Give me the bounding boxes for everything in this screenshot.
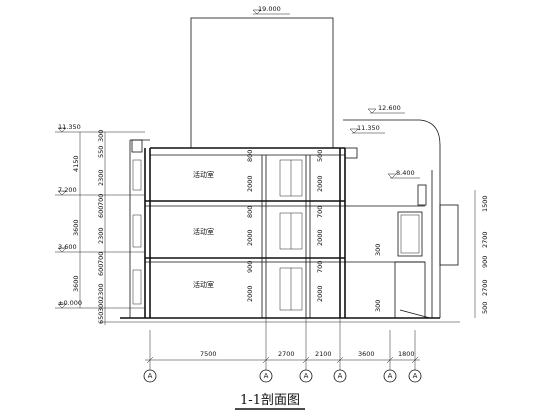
dim-right-1: 1500 [481, 195, 489, 212]
dim-window-pair-2: 2000 [316, 229, 324, 246]
level-roof-left: 11.350 [58, 123, 81, 131]
dim-left-inner-5: 600 [97, 206, 105, 218]
dim-right-5: 500 [481, 302, 489, 314]
level-floor3: 7.200 [58, 186, 77, 194]
dim-left-inner-2: 550 [97, 146, 105, 158]
dim-left-inner-4: 700 [97, 194, 105, 206]
bottom-dimensions: 7500 2700 2100 3600 1800 [145, 350, 420, 364]
dim-bottom-4: 3600 [358, 350, 375, 358]
level-top: 19.000 [258, 5, 281, 13]
dim-left-inner-1: 300 [97, 130, 105, 142]
dim-bottom-1: 7500 [200, 350, 217, 358]
dim-right-3: 900 [481, 256, 489, 268]
level-floor2: 3.600 [58, 243, 77, 251]
building-outline [100, 17, 460, 323]
dim-window-pair-tag-1: 500 [316, 150, 324, 162]
level-markers: 11.350 7.200 3.600 ±0.000 19.000 12.600 … [55, 5, 420, 309]
dim-small-1: 300 [374, 244, 382, 256]
dim-left-inner-7: 700 [97, 252, 105, 264]
grid-axes: A A A A A A [143, 318, 422, 383]
dim-window-mid-2: 2000 [246, 229, 254, 246]
axis-label-1: A [148, 372, 153, 380]
dim-right-4: 2700 [481, 279, 489, 296]
room-label-floor2: 活动室 [193, 227, 214, 236]
dim-window-mid-3: 2000 [246, 285, 254, 302]
level-eave-right: 11.350 [357, 124, 380, 132]
room-label-floor3: 活动室 [193, 170, 214, 179]
dim-left-inner-11: 650 [97, 312, 105, 324]
dim-window-tag-2: 800 [246, 206, 254, 218]
level-roof-right: 12.600 [378, 104, 401, 112]
axis-label-2: A [264, 372, 269, 380]
axis-label-6: A [413, 372, 418, 380]
level-canopy: 8.400 [396, 169, 415, 177]
dim-left-outer-2: 3600 [72, 219, 80, 236]
axis-label-4: A [338, 372, 343, 380]
dim-small-2: 300 [374, 300, 382, 312]
drawing-title: 1-1剖面图 [240, 393, 300, 408]
dim-left-inner-3: 2300 [97, 169, 105, 186]
axis-label-5: A [388, 372, 393, 380]
dim-window-mid-1: 2000 [246, 175, 254, 192]
dim-bottom-5: 1800 [398, 350, 415, 358]
room-labels: 活动室 活动室 活动室 [193, 170, 214, 289]
dim-window-pair-tag-2: 700 [316, 206, 324, 218]
dim-bottom-2: 2700 [278, 350, 295, 358]
dim-left-inner-10: 300 [97, 300, 105, 312]
room-label-floor1: 活动室 [193, 280, 214, 289]
window-dimensions: 2000 2000 2000 800 800 900 2000 2000 200… [246, 150, 324, 302]
dim-window-pair-1: 2000 [316, 175, 324, 192]
dim-bottom-3: 2100 [315, 350, 332, 358]
dim-left-outer-3: 3600 [72, 275, 80, 292]
right-dimensions: 1500 2700 900 2700 500 300 300 [374, 190, 489, 318]
title-block: 1-1剖面图 [235, 393, 305, 410]
dim-window-tag-1: 800 [246, 150, 254, 162]
level-ground: ±0.000 [58, 299, 82, 307]
dim-window-pair-tag-3: 700 [316, 261, 324, 273]
dim-left-inner-6: 2300 [97, 227, 105, 244]
dim-left-inner-8: 600 [97, 264, 105, 276]
dim-left-outer-1: 4150 [72, 155, 80, 172]
axis-label-3: A [304, 372, 309, 380]
dim-right-2: 2700 [481, 231, 489, 248]
dim-window-tag-3: 900 [246, 261, 254, 273]
dim-left-inner-9: 2300 [97, 283, 105, 300]
dim-window-pair-3: 2000 [316, 285, 324, 302]
left-dimensions: 4150 3600 3600 300 550 2300 700 600 2300… [72, 130, 106, 325]
